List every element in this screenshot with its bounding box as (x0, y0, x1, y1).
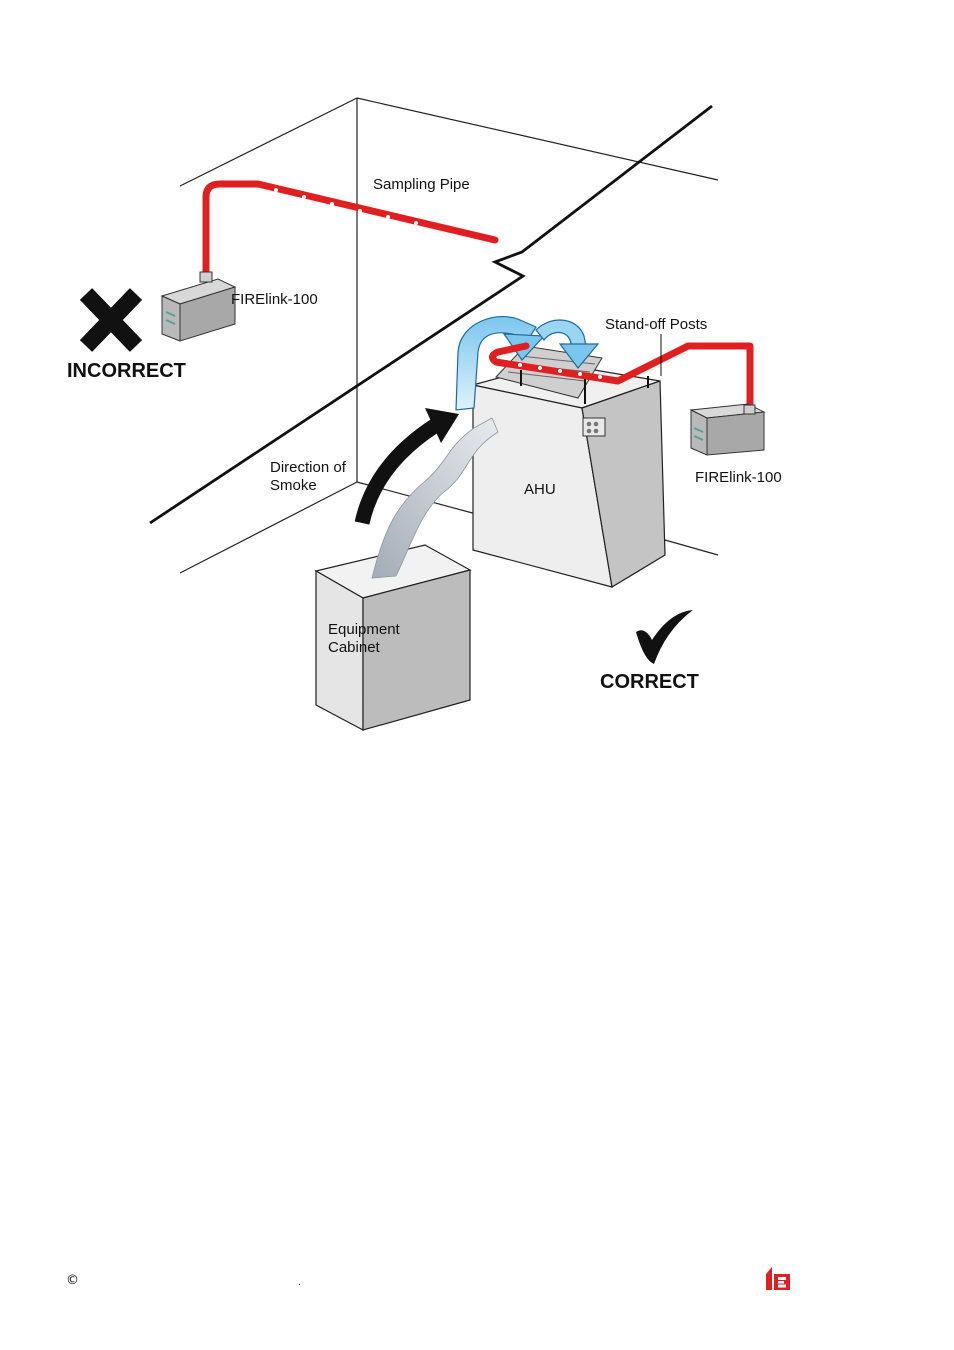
firelink-unit-left (160, 271, 237, 342)
split-divider-line (149, 104, 713, 525)
sampling-pipe-incorrect (202, 180, 499, 279)
cross-icon (79, 288, 143, 352)
sampling-pipe-correct (489, 342, 754, 414)
check-icon (636, 610, 693, 664)
smoke-flow-arrow (371, 417, 499, 579)
sampling-pipe-label: Sampling Pipe (373, 176, 470, 193)
firelink-unit-right (689, 403, 766, 456)
ahu-label: AHU (524, 481, 556, 498)
ahu-unit (472, 362, 666, 588)
standoff-posts (520, 334, 662, 404)
incorrect-label: INCORRECT (67, 360, 186, 382)
cabinet-label-line1: Equipment (328, 621, 401, 638)
firelink-left-label: FIRElink-100 (231, 291, 318, 308)
cabinet-label-line2: Cabinet (328, 639, 381, 656)
company-logo (766, 1267, 790, 1290)
correct-label: CORRECT (600, 671, 699, 693)
standoff-posts-label: Stand-off Posts (605, 316, 707, 333)
firelink-right-label: FIRElink-100 (695, 469, 782, 486)
smoke-direction-arrow (354, 408, 459, 525)
ahu-vent-grille (582, 417, 606, 437)
direction-label-line1: Direction of (270, 459, 347, 476)
sampling-holes-correct (518, 363, 602, 379)
direction-label-line2: Smoke (270, 477, 317, 494)
sampling-holes (274, 188, 418, 225)
footer-copyright: © (66, 1273, 79, 1288)
footer-dot: . (298, 1278, 301, 1288)
equipment-cabinet (314, 544, 472, 731)
